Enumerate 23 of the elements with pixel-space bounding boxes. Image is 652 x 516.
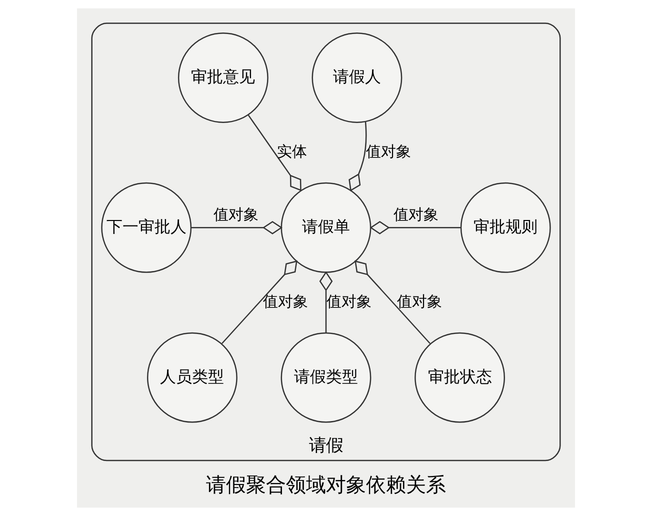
edge-label: 值对象 <box>397 292 442 310</box>
connector <box>248 114 302 192</box>
edge-label: 值对象 <box>326 292 372 310</box>
connector <box>348 122 367 192</box>
edge-label: 实体 <box>276 142 307 161</box>
node-circle: 下一审批人 <box>101 182 192 273</box>
connector <box>222 260 298 344</box>
edge-label: 值对象 <box>263 292 308 310</box>
node-circle: 审批状态 <box>414 332 505 423</box>
connector <box>191 220 283 234</box>
connector <box>354 260 430 344</box>
edge-label: 值对象 <box>214 206 259 224</box>
connector <box>370 220 462 234</box>
edge-label: 值对象 <box>393 206 438 224</box>
caption: 请假聚合领域对象依赖关系 <box>206 473 446 496</box>
edge-label: 值对象 <box>366 142 412 161</box>
node-circle: 审批规则 <box>460 182 551 273</box>
node-circle: 请假类型 <box>280 332 372 423</box>
connector <box>319 271 333 333</box>
node-circle: 人员类型 <box>147 332 238 423</box>
node-circle: 请假单 <box>280 182 372 273</box>
node-circle: 审批意见 <box>178 32 268 123</box>
node-circle: 请假人 <box>312 32 402 123</box>
